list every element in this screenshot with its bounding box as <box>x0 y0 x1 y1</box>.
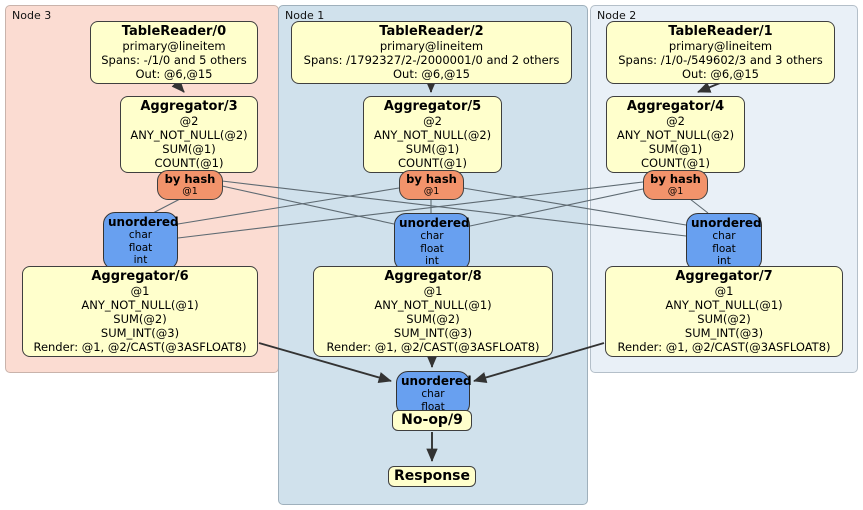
edge-hash1-un3 <box>177 187 400 225</box>
processor-aggregator-3: Aggregator/3 @2 ANY_NOT_NULL(@2) SUM(@1)… <box>120 96 258 173</box>
edge-hash2-un1 <box>469 188 644 227</box>
edge-hash1-un2 <box>462 187 687 226</box>
processor-title: TableReader/1 <box>668 24 773 39</box>
edge-agg7-unb <box>473 342 605 384</box>
processor-aggregator-8: Aggregator/8 @1 ANY_NOT_NULL(@1) SUM(@2)… <box>313 266 553 357</box>
processor-title: Aggregator/8 <box>384 269 482 284</box>
router-by-hash-node3: by hash @1 <box>157 170 223 200</box>
processor-tablereader-2: TableReader/2 primary@lineitem Spans: /1… <box>291 21 572 84</box>
edge-tr0-agg3 <box>171 78 185 93</box>
sync-unordered-node3: unordered char float int <box>103 212 179 270</box>
processor-title: TableReader/2 <box>379 24 484 39</box>
processor-no-op-9: No-op/9 <box>392 410 472 431</box>
processor-aggregator-6: Aggregator/6 @1 ANY_NOT_NULL(@1) SUM(@2)… <box>22 266 258 357</box>
processor-aggregator-4: Aggregator/4 @2 ANY_NOT_NULL(@2) SUM(@1)… <box>606 96 745 173</box>
processor-title: Aggregator/3 <box>140 99 238 114</box>
edge-hash3-un1 <box>221 185 395 225</box>
processor-title: TableReader/0 <box>121 24 227 39</box>
edge-hash2-un2 <box>689 198 709 214</box>
sync-unordered-node2: unordered char float int <box>686 213 762 271</box>
router-by-hash-node2: by hash @1 <box>643 170 708 200</box>
response-node: Response <box>388 466 476 487</box>
edge-tr1-agg4 <box>697 82 721 93</box>
sync-unordered-node1: unordered char float int <box>394 213 470 271</box>
edge-hash3-un3 <box>152 198 181 214</box>
processor-title: Aggregator/7 <box>675 269 773 284</box>
processor-aggregator-5: Aggregator/5 @2 ANY_NOT_NULL(@2) SUM(@1)… <box>363 96 502 173</box>
region-node3-label: Node 3 <box>12 9 52 22</box>
processor-title: Aggregator/5 <box>383 99 482 114</box>
region-node1-label: Node 1 <box>285 9 325 22</box>
processor-tablereader-0: TableReader/0 primary@lineitem Spans: -/… <box>90 21 258 84</box>
router-by-hash-node1: by hash @1 <box>399 170 464 200</box>
edge-hash2-un3 <box>177 181 644 239</box>
region-node2-label: Node 2 <box>597 9 637 22</box>
edge-hash3-un2 <box>221 180 687 237</box>
edge-agg6-unb <box>258 342 392 384</box>
processor-title: Aggregator/4 <box>626 99 725 114</box>
processor-tablereader-1: TableReader/1 primary@lineitem Spans: /1… <box>606 21 835 84</box>
processor-aggregator-7: Aggregator/7 @1 ANY_NOT_NULL(@1) SUM(@2)… <box>605 266 843 357</box>
processor-title: Aggregator/6 <box>91 269 189 284</box>
